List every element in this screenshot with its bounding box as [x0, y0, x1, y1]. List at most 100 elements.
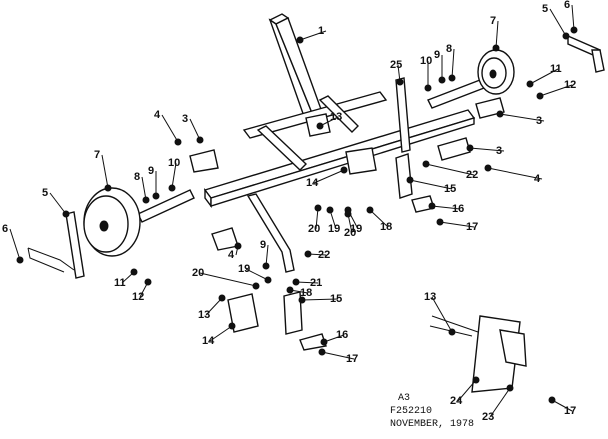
drawing-code: A3 [398, 393, 410, 404]
leader-line-18 [369, 209, 389, 228]
part-number-label: 24 [450, 395, 463, 407]
leader-line-9 [265, 244, 269, 267]
leader-line-17 [439, 221, 475, 228]
right-wheel [477, 49, 515, 95]
right-bracket-leg [591, 49, 605, 73]
part-number-label: 16 [336, 329, 348, 341]
leader-line-4 [161, 114, 179, 143]
left-tine-assembly [211, 193, 327, 351]
leader-line-1 [299, 30, 327, 41]
part-number-label: 21 [310, 277, 322, 289]
left-clamp [211, 227, 239, 251]
detail-inset [429, 315, 527, 393]
leader-line-22 [425, 163, 475, 176]
leader-line-4 [487, 167, 543, 180]
part-number-label: 3 [496, 145, 502, 157]
part-number-label: 5 [542, 3, 548, 15]
drawing-part-ref: F252210 [390, 406, 432, 417]
leader-line-12 [539, 84, 573, 97]
leader-line-6 [571, 4, 575, 31]
part-number-label: 4 [228, 249, 235, 261]
inset-clamp [499, 329, 527, 367]
frame-assembly [137, 13, 485, 223]
part-number-label: 6 [564, 0, 570, 11]
leader-line-17 [551, 399, 573, 412]
leader-line-6 [9, 228, 21, 261]
leader-line-11 [529, 68, 559, 85]
part-number-label: 8 [446, 43, 452, 55]
part-number-label: 16 [452, 203, 464, 215]
part-number-label: 3 [536, 115, 542, 127]
leader-lines [9, 4, 575, 418]
right-tine-15 [395, 153, 413, 199]
part-number-label: 19 [350, 223, 362, 235]
part-number-label: 23 [482, 411, 494, 423]
part-number-label: 12 [132, 291, 144, 303]
cross-member [256, 125, 308, 171]
leader-line-12 [139, 281, 149, 298]
part-number-label: 4 [154, 109, 161, 121]
part-number-label: 7 [490, 15, 496, 27]
leader-line-13 [431, 296, 453, 333]
drawing-date: NOVEMBER, 1978 [390, 419, 474, 430]
part-number-label: 1 [318, 25, 324, 37]
leader-line-15 [409, 179, 453, 190]
leader-line-3 [189, 118, 201, 141]
part-number-label: 9 [260, 239, 266, 251]
right-tine-assembly [189, 97, 505, 213]
part-number-label: 22 [318, 249, 330, 261]
part-number-label: 25 [390, 59, 402, 71]
leader-line-13 [319, 116, 339, 127]
leader-line-20 [315, 207, 319, 230]
leader-line-20 [199, 272, 257, 287]
leader-line-16 [431, 205, 461, 210]
part-number-label: 9 [148, 165, 154, 177]
leader-line-21 [295, 281, 319, 284]
leader-line-8 [141, 176, 147, 201]
part-number-label: 20 [344, 227, 356, 239]
leader-line-16 [323, 334, 345, 343]
left-bracket-arm [27, 247, 75, 273]
part-number-label: 7 [94, 149, 100, 161]
part-number-label: 18 [300, 287, 312, 299]
leader-line-23 [489, 387, 511, 418]
left-tine-15 [283, 291, 303, 335]
leader-line-13 [205, 297, 223, 316]
leader-line-25 [397, 64, 401, 83]
leader-line-4 [235, 245, 239, 256]
leader-line-22 [307, 253, 327, 256]
part-number-label: 3 [182, 113, 188, 125]
leader-line-19 [347, 209, 359, 230]
leader-line-5 [549, 8, 567, 37]
leader-line-8 [451, 48, 455, 79]
part-number-label: 4 [534, 173, 541, 185]
part-number-label: 17 [466, 221, 478, 233]
leader-line-14 [209, 325, 233, 342]
part-number-label: 14 [202, 335, 215, 347]
part-number-label: 13 [424, 291, 436, 303]
leader-line-14 [313, 169, 345, 184]
leader-line-19 [245, 268, 269, 281]
leader-line-5 [49, 192, 67, 215]
right-clamp-3 [437, 137, 471, 161]
part-number-label: 18 [380, 221, 392, 233]
part-number-label: 10 [420, 55, 432, 67]
part-number-label: 5 [42, 187, 48, 199]
part-number-label: 14 [306, 177, 319, 189]
part-number-label: 8 [134, 171, 140, 183]
part-number-label: 13 [198, 309, 210, 321]
leader-line-3 [499, 113, 545, 122]
leader-line-19 [329, 209, 337, 230]
right-stand [395, 77, 411, 153]
part-number-label: 19 [328, 223, 340, 235]
left-shank [246, 193, 295, 273]
part-number-label: 20 [308, 223, 320, 235]
cross-member-2 [318, 95, 359, 133]
part-number-label: 12 [564, 79, 576, 91]
leader-line-18 [289, 289, 309, 294]
leader-line-24 [457, 379, 477, 402]
part-number-label: 19 [238, 263, 250, 275]
